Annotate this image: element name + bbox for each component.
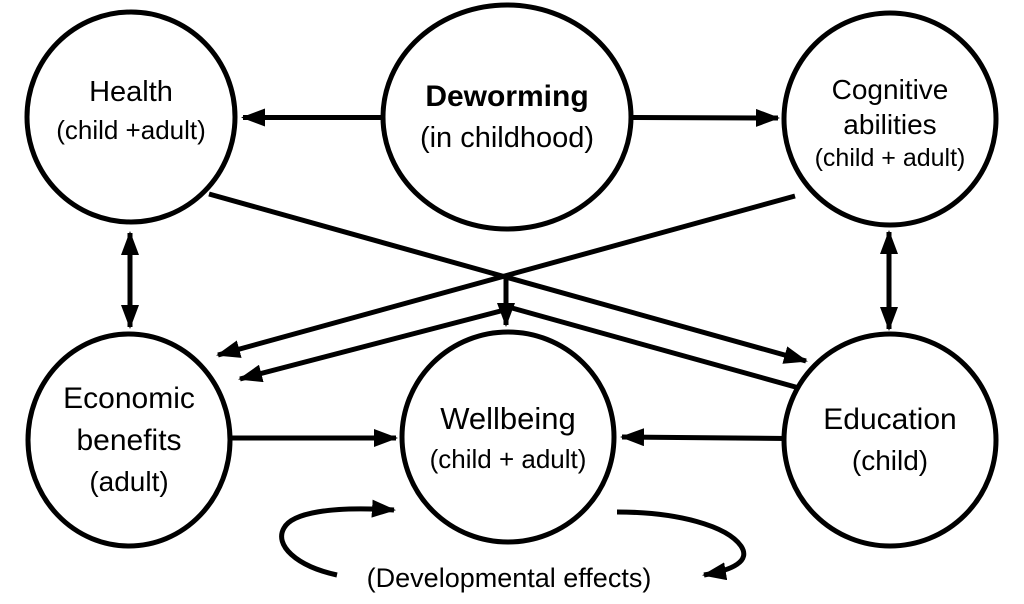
node-cognitive-circle <box>781 10 999 228</box>
node-economic-circle <box>25 331 233 549</box>
node-health-circle <box>24 9 238 225</box>
loop-arrow-right <box>616 509 747 581</box>
edge-cognitive-economic <box>216 193 796 358</box>
edge-education-wellbeing <box>620 428 788 447</box>
loop-arrow-left <box>279 499 396 578</box>
node-wellbeing-circle <box>399 329 617 545</box>
node-education-circle <box>781 331 999 549</box>
developmental-effects-label: (Developmental effects) <box>366 562 652 593</box>
edge-deworming-cognitive <box>630 108 780 127</box>
edge-deworming-economic <box>238 305 513 383</box>
node-deworming-circle <box>380 2 634 232</box>
edge-deworming-education <box>511 305 800 391</box>
